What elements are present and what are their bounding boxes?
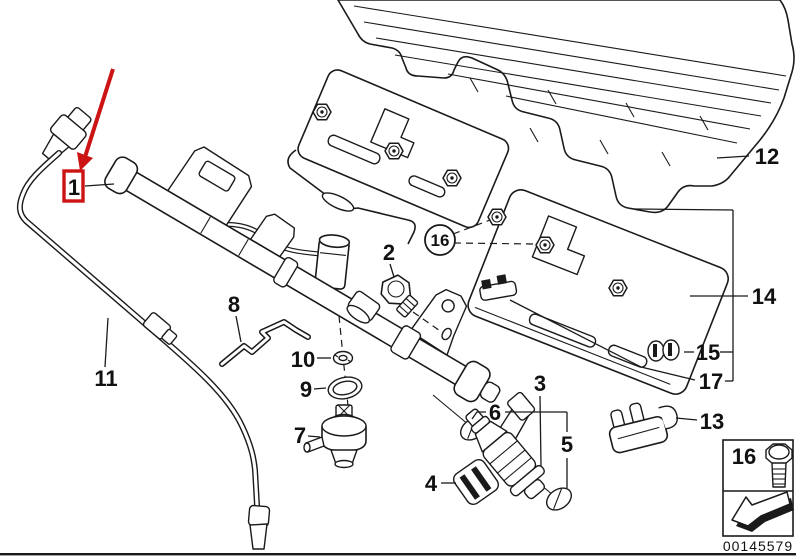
highlight-box — [62, 169, 85, 203]
cable-clip — [479, 274, 518, 301]
callout-16: 16 — [431, 231, 450, 250]
rail-port-cap — [314, 234, 351, 290]
block-arrow-lower-left-icon — [731, 491, 794, 532]
injector-clip — [452, 458, 500, 506]
line-fitting — [142, 312, 178, 345]
callout-5: 5 — [561, 432, 573, 457]
callout-4: 4 — [425, 471, 438, 496]
document-code: 00145579 — [723, 538, 793, 554]
callout-labels: 2 3 4 5 6 7 8 9 10 11 12 13 14 15 17 — [94, 144, 779, 496]
callout-1: 1 — [68, 175, 80, 200]
cable-cover-left — [287, 69, 510, 245]
bolt-icon — [442, 169, 462, 187]
callout-13: 13 — [700, 409, 724, 434]
callout-6: 6 — [489, 400, 501, 425]
hose-clip — [647, 339, 680, 362]
callout-15: 15 — [696, 340, 720, 365]
fuel-line — [16, 106, 271, 550]
legend-item-label: 16 — [732, 444, 756, 469]
engine-cover — [337, 0, 795, 214]
leader-lines — [84, 155, 750, 488]
fuel-rail — [104, 146, 501, 403]
callout-2: 2 — [383, 240, 395, 265]
cable-cover-right — [467, 189, 729, 395]
rail-regulator-boss — [346, 290, 381, 324]
legend-box: 16 — [722, 439, 794, 537]
callout-3: 3 — [534, 371, 546, 396]
hex-bolt-icon — [765, 443, 793, 488]
red-arrow-shaft — [83, 68, 115, 158]
engine-cover-ribs — [353, 5, 787, 167]
callout-11: 11 — [94, 366, 117, 391]
highlight-group: 1 — [62, 68, 115, 203]
bolt-icon — [608, 279, 628, 297]
callout-12: 12 — [755, 144, 779, 169]
circled-callout-16: 16 — [424, 224, 456, 256]
rail-mount-bolt — [380, 274, 419, 318]
line-end-connector — [247, 504, 271, 550]
o-ring-lower — [545, 487, 573, 511]
callout-7: 7 — [294, 423, 306, 448]
pressure-regulator — [303, 404, 367, 469]
callout-10: 10 — [291, 347, 315, 372]
line-holder-bracket — [608, 402, 678, 454]
retainer-clip — [219, 319, 311, 367]
callout-9: 9 — [300, 377, 312, 402]
callout-14: 14 — [752, 284, 777, 309]
callout-17: 17 — [699, 369, 723, 394]
o-ring-regulator — [327, 376, 363, 400]
bottom-rule — [0, 553, 796, 556]
bolt-icon — [487, 208, 507, 226]
bolt-icon — [312, 103, 332, 121]
callout-8: 8 — [228, 292, 240, 317]
bolt-icon — [384, 142, 404, 160]
bolt-icon — [535, 236, 555, 254]
washer — [332, 350, 354, 366]
red-arrow-head-icon — [77, 152, 93, 171]
